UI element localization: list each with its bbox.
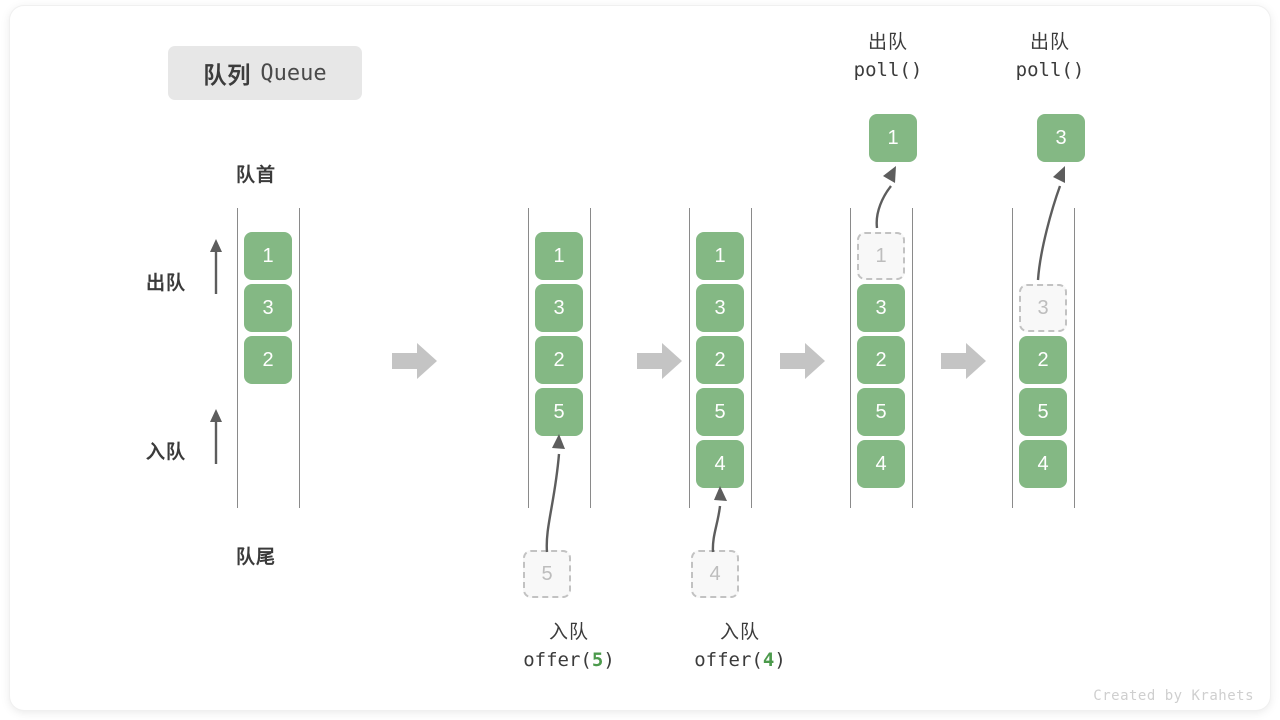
op-label-offer-4: 入队 offer(4) <box>645 620 835 674</box>
queue-cell: 1 <box>244 232 292 280</box>
queue-cell: 5 <box>696 388 744 436</box>
rail-right <box>590 208 591 508</box>
outgoing-ghost-cell: 1 <box>857 232 905 280</box>
title-en: Queue <box>260 60 327 86</box>
queue-cell: 5 <box>535 388 583 436</box>
queue-cell: 3 <box>535 284 583 332</box>
op-code-pre: offer( <box>694 649 763 671</box>
rail-right <box>751 208 752 508</box>
incoming-ghost-cell: 4 <box>691 550 739 598</box>
op-label-line2: poll() <box>853 59 923 81</box>
incoming-ghost-cell: 5 <box>523 550 571 598</box>
queue-cell: 5 <box>857 388 905 436</box>
queue-cell: 1 <box>696 232 744 280</box>
step-arrow-icon <box>780 341 826 381</box>
dequeue-side-label: 出队 <box>146 273 187 294</box>
op-code-pre: offer( <box>523 649 592 671</box>
op-label-line1: 入队 <box>719 622 760 643</box>
queue-cell: 2 <box>535 336 583 384</box>
queue-cell: 2 <box>696 336 744 384</box>
queue-cell: 3 <box>244 284 292 332</box>
enqueue-curve-arrow-icon <box>701 484 735 554</box>
op-code-num: 4 <box>762 649 775 671</box>
op-label-line2: poll() <box>1015 59 1085 81</box>
rail-right <box>299 208 300 508</box>
rail-left <box>1012 208 1013 508</box>
op-label-line1: 入队 <box>548 622 589 643</box>
op-label-line1: 出队 <box>867 32 908 53</box>
op-label-line2: offer(5) <box>474 646 664 674</box>
queue-cell: 3 <box>857 284 905 332</box>
outgoing-ghost-cell: 3 <box>1019 284 1067 332</box>
op-label-line2: offer(4) <box>645 646 835 674</box>
rail-right <box>912 208 913 508</box>
enqueue-curve-arrow-icon <box>533 432 573 554</box>
queue-tail-label: 队尾 <box>236 547 277 568</box>
step-arrow-icon <box>637 341 683 381</box>
queue-cell: 4 <box>696 440 744 488</box>
queue-cell: 1 <box>535 232 583 280</box>
step-arrow-icon <box>941 341 987 381</box>
op-code-num: 5 <box>591 649 604 671</box>
enqueue-arrow-icon <box>206 408 226 464</box>
rail-left <box>689 208 690 508</box>
queue-cell: 4 <box>857 440 905 488</box>
queue-cell: 2 <box>1019 336 1067 384</box>
op-code-post: ) <box>603 649 615 671</box>
rail-right <box>1074 208 1075 508</box>
title-cn: 队列 <box>203 62 252 88</box>
rail-left <box>528 208 529 508</box>
step-arrow-icon <box>392 341 438 381</box>
queue-cell: 2 <box>244 336 292 384</box>
rail-left <box>850 208 851 508</box>
dequeue-curve-arrow-icon <box>1030 164 1072 282</box>
queue-cell: 4 <box>1019 440 1067 488</box>
dequeue-arrow-icon <box>206 238 226 294</box>
op-label-offer-5: 入队 offer(5) <box>474 620 664 674</box>
popped-cell: 3 <box>1037 114 1085 162</box>
op-label-poll-1: 出队 poll() <box>808 30 968 84</box>
op-label-poll-2: 出队 poll() <box>970 30 1130 84</box>
enqueue-side-label: 入队 <box>146 442 187 463</box>
op-label-line1: 出队 <box>1029 32 1070 53</box>
op-code-post: ) <box>774 649 786 671</box>
dequeue-curve-arrow-icon <box>869 164 905 230</box>
rail-left <box>237 208 238 508</box>
queue-cell: 2 <box>857 336 905 384</box>
queue-head-label: 队首 <box>236 165 277 186</box>
queue-cell: 3 <box>696 284 744 332</box>
popped-cell: 1 <box>869 114 917 162</box>
title-badge: 队列 Queue <box>168 46 362 100</box>
queue-cell: 5 <box>1019 388 1067 436</box>
watermark: Created by Krahets <box>1093 688 1254 704</box>
